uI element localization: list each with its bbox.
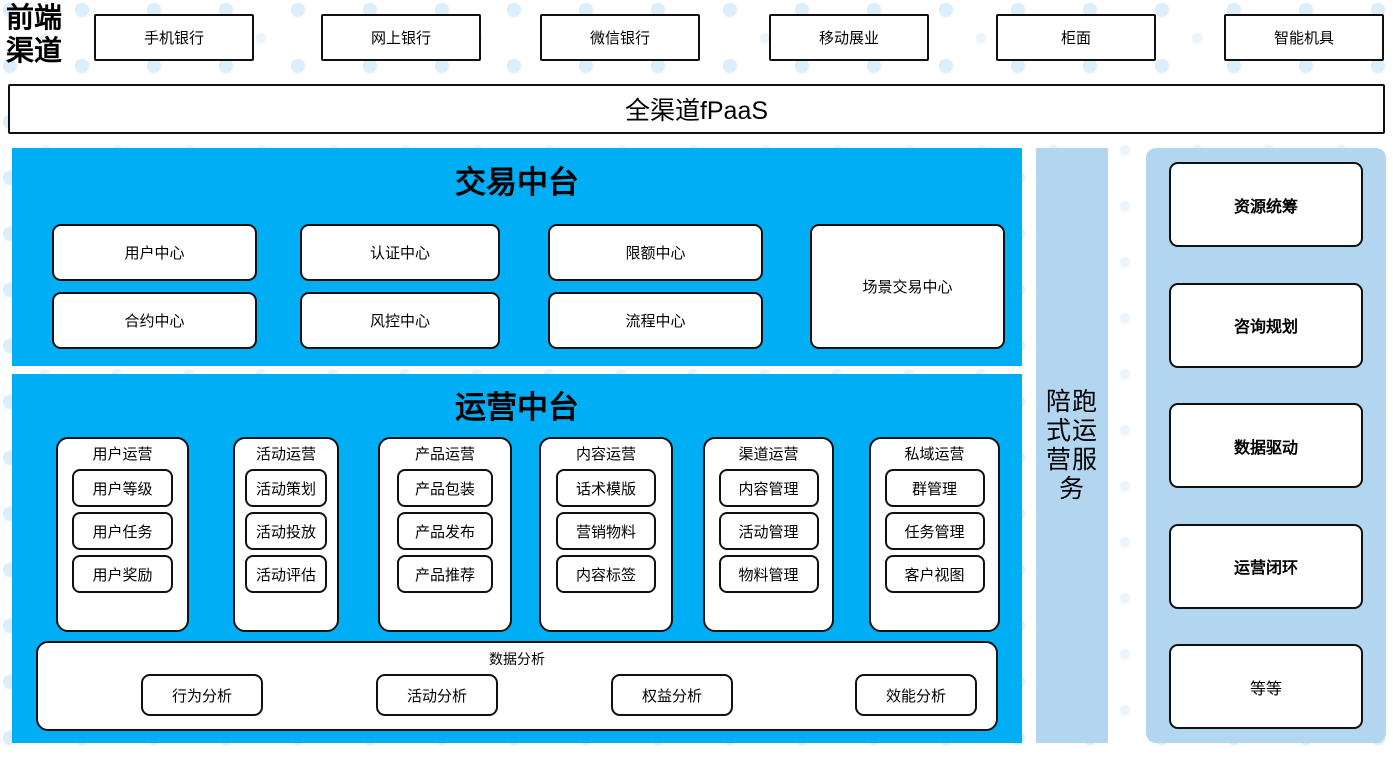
operations-group-item[interactable]: 话术模版 [556,469,656,507]
trade-center-box-5[interactable]: 风控中心 [300,292,500,349]
trade-center-box-6[interactable]: 流程中心 [548,292,763,349]
operations-group-title: 用户运营 [92,446,153,463]
operations-group-6: 私域运营群管理任务管理客户视图 [869,437,1000,632]
operations-group-item[interactable]: 任务管理 [884,512,985,550]
operations-group-5: 渠道运营内容管理活动管理物料管理 [703,437,834,632]
operations-group-item[interactable]: 活动管理 [718,512,819,550]
accompanying-operation-service-label: 陪跑式运营服务 [1045,387,1098,503]
operations-group-title: 内容运营 [575,446,636,463]
operations-group-item[interactable]: 物料管理 [718,555,819,593]
operations-group-item-list: 活动策划活动投放活动评估 [235,469,337,593]
channel-label-line-2: 渠道 [6,36,63,67]
operations-group-item-list: 产品包装产品发布产品推荐 [380,469,510,593]
data-analysis-item-3[interactable]: 权益分析 [611,674,733,716]
capability-item-4[interactable]: 运营闭环 [1169,523,1363,609]
channel-box-1[interactable]: 手机银行 [94,14,254,61]
front-end-channel-label: 前端 渠道 [6,2,84,72]
channel-label-line-1: 前端 [6,3,63,34]
capability-item-3[interactable]: 数据驱动 [1169,403,1363,488]
channel-box-6[interactable]: 智能机具 [1224,14,1384,61]
channel-box-3[interactable]: 微信银行 [540,14,700,61]
capability-item-2[interactable]: 咨询规划 [1169,282,1363,368]
operations-group-2: 活动运营活动策划活动投放活动评估 [233,437,339,632]
operations-group-title: 活动运营 [255,446,316,463]
capability-item-5[interactable]: 等等 [1169,644,1363,729]
data-analysis-item-1[interactable]: 行为分析 [141,674,263,716]
operations-group-4: 内容运营话术模版营销物料内容标签 [539,437,673,632]
trade-center-box-1[interactable]: 用户中心 [52,224,257,281]
operations-group-item[interactable]: 活动策划 [245,469,327,507]
operations-group-item[interactable]: 产品发布 [397,512,493,550]
channel-box-2[interactable]: 网上银行 [321,14,481,61]
operations-group-item[interactable]: 群管理 [884,469,985,507]
capability-column: 资源统筹咨询规划数据驱动运营闭环等等 [1146,148,1386,743]
operations-group-title: 私域运营 [904,446,965,463]
operations-group-item[interactable]: 产品推荐 [397,555,493,593]
trade-center-title: 交易中台 [455,165,579,200]
operations-group-item[interactable]: 内容标签 [556,555,656,593]
operations-group-item-list: 话术模版营销物料内容标签 [541,469,671,593]
operations-group-item-list: 内容管理活动管理物料管理 [705,469,832,593]
trade-center-panel: 交易中台 用户中心认证中心限额中心合约中心风控中心流程中心场景交易中心 [12,148,1022,366]
operations-group-3: 产品运营产品包装产品发布产品推荐 [378,437,512,632]
operations-group-item[interactable]: 活动评估 [245,555,327,593]
operations-group-item-list: 群管理任务管理客户视图 [871,469,998,593]
operations-group-item[interactable]: 用户等级 [72,469,173,507]
operations-group-item-list: 用户等级用户任务用户奖励 [58,469,187,593]
operations-group-title: 产品运营 [414,446,475,463]
trade-center-box-4[interactable]: 合约中心 [52,292,257,349]
operations-group-item[interactable]: 产品包装 [397,469,493,507]
omnichannel-fpaas-bar[interactable]: 全渠道fPaaS [8,84,1385,134]
data-analysis-box: 数据分析 行为分析 活动分析 权益分析 效能分析 [36,641,998,731]
operations-group-item[interactable]: 内容管理 [718,469,819,507]
operations-group-item[interactable]: 用户任务 [72,512,173,550]
channel-box-5[interactable]: 柜面 [996,14,1156,61]
operations-group-title: 渠道运营 [738,446,799,463]
operations-group-item[interactable]: 客户视图 [884,555,985,593]
accompanying-operation-service-column: 陪跑式运营服务 [1036,148,1108,743]
capability-item-1[interactable]: 资源统筹 [1169,162,1363,247]
data-analysis-item-4[interactable]: 效能分析 [855,674,977,716]
trade-center-box-2[interactable]: 认证中心 [300,224,500,281]
operations-group-item[interactable]: 活动投放 [245,512,327,550]
operations-group-1: 用户运营用户等级用户任务用户奖励 [56,437,189,632]
channel-box-4[interactable]: 移动展业 [769,14,929,61]
data-analysis-item-2[interactable]: 活动分析 [376,674,498,716]
operations-group-item[interactable]: 用户奖励 [72,555,173,593]
operations-group-item[interactable]: 营销物料 [556,512,656,550]
trade-center-box-7[interactable]: 场景交易中心 [810,224,1005,349]
operations-center-title: 运营中台 [455,390,579,425]
data-analysis-title: 数据分析 [489,651,545,667]
trade-center-box-3[interactable]: 限额中心 [548,224,763,281]
